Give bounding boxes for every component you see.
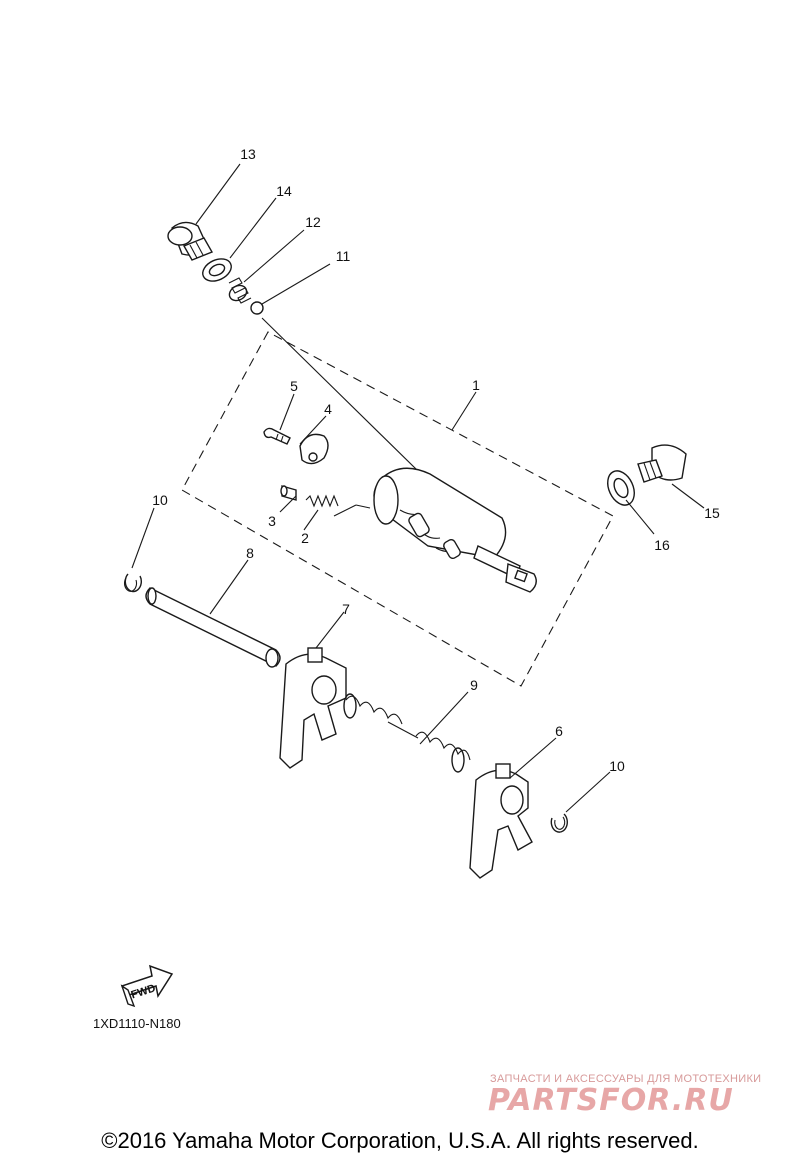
callout-2: 2 [301, 530, 309, 546]
callout-3: 3 [268, 513, 276, 529]
part-7-shift-fork [279, 647, 347, 769]
part-13-plug-bolt [167, 221, 214, 261]
leader-lines [131, 163, 705, 813]
callout-12: 12 [305, 214, 321, 230]
part-8-guide-bar [145, 587, 281, 668]
assembly-dashed-outline [181, 331, 614, 687]
callout-9: 9 [470, 677, 478, 693]
callout-1: 1 [472, 377, 480, 393]
fwd-arrow-icon: FWD [120, 964, 174, 1008]
callout-13: 13 [240, 146, 256, 162]
part-3-pin [280, 485, 297, 501]
part-12-spring [228, 277, 252, 304]
part-15-plug [637, 444, 687, 483]
copyright-notice: ©2016 Yamaha Motor Corporation, U.S.A. A… [101, 1128, 699, 1153]
callout-5: 5 [290, 378, 298, 394]
callout-11: 11 [336, 248, 351, 264]
watermark-tagline: ЗАПЧАСТИ И АКСЕССУАРЫ ДЛЯ МОТОТЕХНИКИ [490, 1073, 761, 1085]
watermark-logo: PARTSFOR.RU [488, 1083, 734, 1118]
part-2-spring [305, 494, 371, 517]
callout-7: 7 [342, 601, 350, 617]
part-9-spring [343, 693, 471, 773]
part-1-shift-drum [373, 467, 537, 593]
callout-16: 16 [654, 537, 670, 553]
callout-15: 15 [704, 505, 720, 521]
part-11-ball [250, 301, 264, 315]
callout-10-left: 10 [152, 492, 168, 508]
part-5-screw [263, 427, 291, 445]
callout-14: 14 [276, 183, 292, 199]
part-16-gasket [607, 470, 635, 506]
part-10-circlip-right [550, 813, 568, 833]
callout-8: 8 [246, 545, 254, 561]
callout-6: 6 [555, 723, 563, 739]
part-14-washer [202, 258, 232, 282]
callout-10-right: 10 [609, 758, 625, 774]
part-6-shift-fork [469, 763, 533, 879]
part-4-stopper-plate [299, 433, 329, 465]
callout-4: 4 [324, 401, 332, 417]
part-10-circlip-left [124, 573, 142, 593]
diagram-code: 1XD1110-N180 [93, 1016, 181, 1031]
